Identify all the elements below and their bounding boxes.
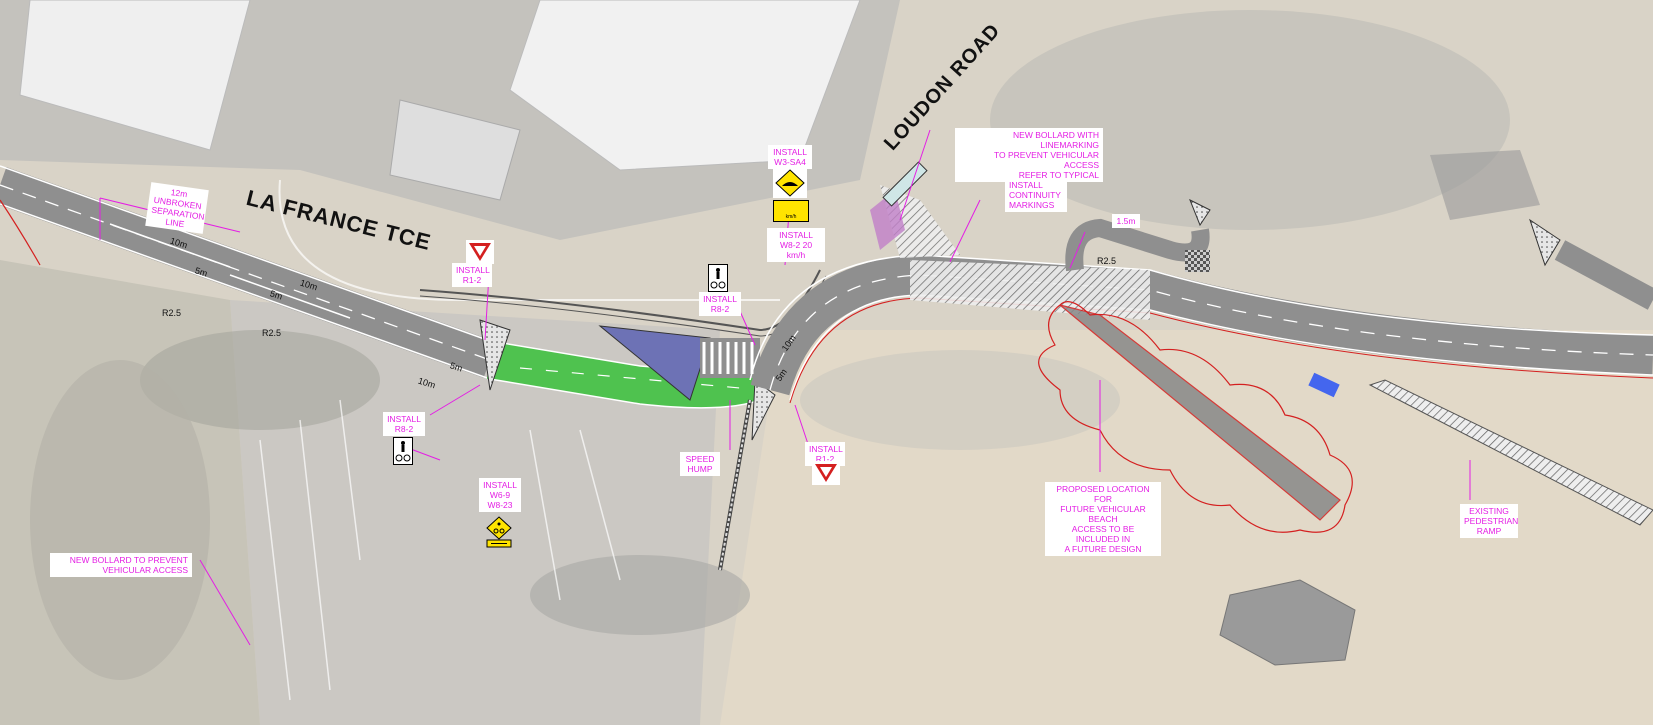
give-way-sign-icon <box>466 240 494 269</box>
speed-hump-warning-sign-icon <box>773 168 807 203</box>
give-way-sign-icon <box>812 461 840 490</box>
cyclist-pedestrian-warning-sign-icon <box>486 516 512 553</box>
speed-plate-sign-icon: km/h <box>773 200 809 227</box>
annotation-install-r8-2-left: INSTALL R8-2 <box>383 412 425 436</box>
annotation-new-bollard-left: NEW BOLLARD TO PREVENT VEHICULAR ACCESS <box>50 553 192 577</box>
annotation-unbroken-separation-line: 12m UNBROKEN SEPARATION LINE <box>145 182 209 234</box>
annotation-install-r8-2-top: INSTALL R8-2 <box>699 292 741 316</box>
speed-unit-text: km/h <box>786 214 797 220</box>
shared-path-sign-icon <box>708 264 728 297</box>
annotation-width-1-5m: 1.5m <box>1112 214 1140 228</box>
annotation-install-w8-2: INSTALL W8-2 20 km/h <box>767 228 825 262</box>
radius-label: R2.5 <box>1097 256 1117 266</box>
annotation-existing-pedestrian-ramp: EXISTING PEDESTRIAN RAMP <box>1460 504 1518 538</box>
radius-label: R2.5 <box>262 328 282 338</box>
annotation-install-w6-9: INSTALL W6-9 W8-23 <box>479 478 521 512</box>
radius-label: R2.5 <box>162 308 182 318</box>
annotation-install-r1-2-left: INSTALL R1-2 <box>452 263 492 287</box>
shared-path-sign-icon <box>393 437 413 470</box>
annotation-install-w3-sa4: INSTALL W3-SA4 <box>768 145 812 169</box>
annotation-speed-hump: SPEED HUMP <box>680 452 720 476</box>
annotation-install-continuity-markings: INSTALL CONTINUITY MARKINGS <box>1005 178 1067 212</box>
annotation-proposed-beach-access: PROPOSED LOCATION FOR FUTURE VEHICULAR B… <box>1045 482 1161 556</box>
annotation-new-bollard-linemarking: NEW BOLLARD WITH LINEMARKING TO PREVENT … <box>955 128 1103 182</box>
